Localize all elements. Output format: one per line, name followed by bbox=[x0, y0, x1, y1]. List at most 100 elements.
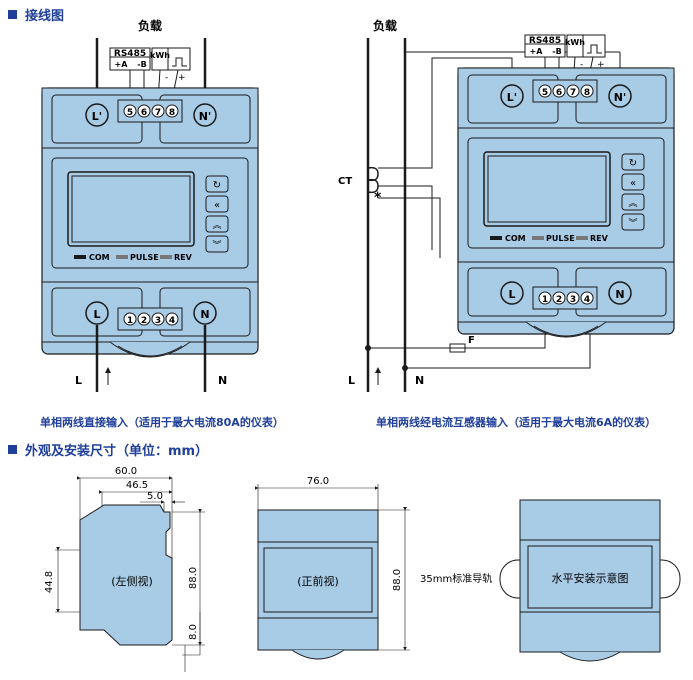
svg-text:8: 8 bbox=[584, 88, 590, 98]
left-rail-clip bbox=[109, 341, 191, 358]
right-bottom-terminals: 1 2 3 4 bbox=[538, 291, 594, 305]
left-kwh-label: kWh bbox=[150, 51, 170, 60]
svg-text:L': L' bbox=[507, 91, 517, 104]
svg-text:«: « bbox=[214, 200, 220, 211]
svg-text:↻: ↻ bbox=[213, 180, 221, 191]
svg-text:︾: ︾ bbox=[212, 240, 221, 251]
svg-text:4: 4 bbox=[584, 295, 590, 305]
left-refresh-button bbox=[205, 175, 229, 193]
right-terminal-N bbox=[608, 281, 632, 305]
right-kwh-minus: - bbox=[580, 60, 583, 70]
svg-text:6: 6 bbox=[556, 88, 562, 98]
svg-text:5: 5 bbox=[542, 88, 548, 98]
right-terminal-Lp bbox=[500, 84, 524, 108]
front-view: (正前视) 76.0 88.0 bbox=[255, 476, 410, 660]
right-com-label: COM bbox=[505, 234, 526, 243]
svg-text:L': L' bbox=[92, 110, 102, 123]
wiring-section-title: 接线图 bbox=[8, 5, 64, 24]
svg-text:N: N bbox=[200, 308, 209, 321]
right-com-led bbox=[490, 236, 502, 240]
side-w-total: 60.0 bbox=[115, 466, 137, 477]
svg-text:↻: ↻ bbox=[629, 158, 637, 169]
svg-text:N': N' bbox=[614, 91, 627, 104]
left-terminal-N bbox=[193, 301, 217, 325]
left-com-label: COM bbox=[89, 253, 110, 262]
right-down-button bbox=[621, 213, 645, 231]
section-bullet-icon bbox=[8, 10, 17, 19]
svg-text:︾: ︾ bbox=[628, 218, 637, 229]
left-bottom-terminals: 1 2 3 4 bbox=[123, 312, 179, 326]
dims-title-text: 外观及安装尺寸（单位：mm） bbox=[25, 444, 209, 459]
left-pulse-symbol bbox=[172, 57, 187, 67]
side-w-mid: 46.5 bbox=[126, 480, 148, 491]
right-lcd-screen bbox=[483, 151, 611, 227]
right-pa-label: +A bbox=[530, 47, 544, 56]
left-down-button bbox=[205, 235, 229, 253]
right-ct-coil bbox=[367, 166, 379, 194]
right-rev-label: REV bbox=[590, 234, 609, 243]
left-load-label: 负载 bbox=[138, 18, 162, 33]
right-left-button bbox=[621, 173, 645, 191]
front-width: 76.0 bbox=[307, 476, 329, 487]
svg-text:1: 1 bbox=[127, 316, 133, 326]
rail-mount-view: 35mm标准导轨 水平安装示意图 bbox=[420, 499, 681, 662]
right-pulse-symbol bbox=[587, 44, 602, 54]
side-h-left: 44.8 bbox=[44, 571, 55, 593]
svg-text:N': N' bbox=[199, 110, 212, 123]
svg-text:5: 5 bbox=[127, 108, 133, 118]
svg-text:7: 7 bbox=[155, 108, 161, 118]
right-kwh-box bbox=[566, 34, 606, 58]
left-buttons: ↻ « ︽ ︾ bbox=[205, 175, 229, 253]
right-line-N-label: N bbox=[415, 374, 424, 387]
section-bullet-icon bbox=[8, 445, 17, 454]
left-rev-led bbox=[160, 255, 172, 259]
left-pulse-led bbox=[116, 255, 128, 259]
svg-text:4: 4 bbox=[169, 316, 175, 326]
right-top-terminals: 5 6 7 8 bbox=[538, 84, 594, 98]
svg-text:L: L bbox=[508, 288, 515, 301]
svg-text:2: 2 bbox=[141, 316, 147, 326]
right-load-label: 负载 bbox=[373, 18, 397, 33]
right-rs485-label: RS485 bbox=[529, 36, 561, 46]
svg-text:8: 8 bbox=[169, 108, 175, 118]
right-caption: 单相两线经电流互感器输入（适用于最大电流6A的仪表） bbox=[376, 416, 657, 429]
svg-text:7: 7 bbox=[570, 88, 576, 98]
right-mb-label: -B bbox=[552, 47, 561, 56]
right-fuse-label: F bbox=[468, 335, 475, 346]
left-terminal-Np bbox=[193, 103, 217, 127]
left-terminal-Lp bbox=[85, 103, 109, 127]
wiring-title-text: 接线图 bbox=[25, 9, 65, 24]
side-view-body bbox=[79, 504, 173, 646]
svg-text:2: 2 bbox=[556, 295, 562, 305]
right-terminal-Np bbox=[608, 84, 632, 108]
svg-text:6: 6 bbox=[141, 108, 147, 118]
rail-diagram-label: 水平安装示意图 bbox=[552, 571, 629, 585]
left-lcd-screen bbox=[67, 171, 195, 247]
side-view-label: (左侧视) bbox=[111, 574, 153, 588]
left-rev-label: REV bbox=[174, 253, 193, 262]
side-view: (左侧视) 60.0 46.5 5.0 44.8 88.0 bbox=[44, 466, 205, 672]
front-view-label: (正前视) bbox=[297, 574, 339, 588]
svg-text:1: 1 bbox=[542, 295, 548, 305]
left-com-led bbox=[74, 255, 86, 259]
svg-text:L: L bbox=[93, 308, 100, 321]
right-line-L-label: L bbox=[348, 374, 355, 387]
side-h-bottom: 8.0 bbox=[188, 624, 199, 640]
left-up-button bbox=[205, 215, 229, 233]
right-ct-wire-bottom bbox=[378, 197, 441, 258]
left-wiring-diagram: 负载 RS485 +A -B kWh - + bbox=[41, 18, 259, 392]
left-left-button bbox=[205, 195, 229, 213]
right-wiring-diagram: 负载 L N CT * F bbox=[338, 18, 675, 392]
dims-section-title: 外观及安装尺寸（单位：mm） bbox=[8, 440, 208, 459]
svg-text:N: N bbox=[615, 288, 624, 301]
side-h-right: 88.0 bbox=[188, 567, 199, 589]
left-line-L-label: L bbox=[75, 374, 82, 387]
rail-label: 35mm标准导轨 bbox=[420, 572, 492, 585]
svg-text:︽: ︽ bbox=[212, 221, 221, 231]
right-kwh-plus: + bbox=[597, 60, 605, 70]
front-height: 88.0 bbox=[392, 569, 403, 591]
left-top-terminals: 5 6 7 8 bbox=[123, 104, 179, 118]
right-buttons: ↻ « ︽ ︾ bbox=[621, 153, 645, 231]
